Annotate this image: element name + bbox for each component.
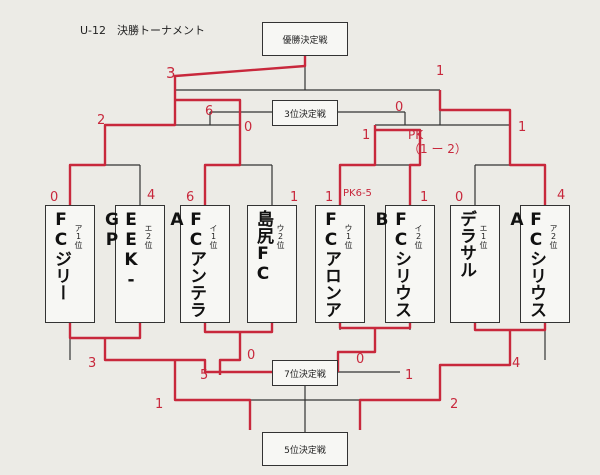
score-label: 1: [325, 190, 334, 205]
team-box: FCシリウスB イ2位: [372, 205, 435, 323]
score-label: 3: [88, 356, 97, 371]
page-title: U-12 決勝トーナメント: [80, 24, 206, 37]
score-label: 4: [512, 356, 521, 371]
team-box: EEK-GP エ2位: [102, 205, 165, 323]
team-name: デラサル: [456, 210, 476, 278]
team-group: ウ1位: [344, 224, 353, 249]
red-marker-bracket: [68, 55, 547, 430]
score-label: 0: [244, 120, 253, 135]
team-group: エ1位: [479, 224, 488, 249]
score-label: 1: [518, 120, 527, 135]
team-box: デラサル エ1位: [450, 205, 500, 323]
team-group: ウ2位: [276, 224, 285, 249]
team-box: 島尻FC ウ2位: [247, 205, 297, 323]
team-name: FCアンテラA: [167, 210, 206, 318]
score-label: 6: [186, 190, 195, 205]
team-name: FCシリウスA: [507, 210, 546, 318]
team-group: ア2位: [549, 224, 558, 249]
pk-note: PK6-5: [343, 188, 372, 199]
seventh-place-match-box: 7位決定戦: [272, 360, 338, 386]
team-name: FCアロンア: [321, 210, 341, 318]
team-group: ア1位: [74, 224, 83, 249]
team-box: FCアロンア ウ1位: [315, 205, 365, 323]
score-label: 0: [455, 190, 464, 205]
score-label: 1: [290, 190, 299, 205]
team-box: FCジリー ア1位: [45, 205, 95, 323]
score-label: 1: [155, 397, 164, 412]
fifth-place-match-box: 5位決定戦: [262, 432, 348, 466]
third-place-match-box: 3位決定戦: [272, 100, 338, 126]
team-group: エ2位: [144, 224, 153, 249]
score-label: 3: [166, 64, 176, 82]
team-group: イ2位: [414, 224, 423, 249]
score-label: 1: [436, 64, 445, 79]
final-match-box: 優勝決定戦: [262, 22, 348, 56]
score-label: 2: [450, 397, 459, 412]
score-label: 4: [147, 188, 156, 203]
score-label: 5: [200, 368, 209, 383]
team-name: FCジリー: [51, 210, 71, 301]
score-label: 6: [205, 104, 214, 119]
score-label: 0: [395, 100, 404, 115]
team-name: FCシリウスB: [372, 210, 411, 318]
score-label: 0: [50, 190, 59, 205]
score-label: 4: [557, 188, 566, 203]
score-label: 1: [420, 190, 429, 205]
team-box: FCシリウスA ア2位: [507, 205, 570, 323]
score-label: 0: [247, 348, 256, 363]
score-label: 1: [405, 368, 414, 383]
team-name: 島尻FC: [253, 210, 273, 284]
score-label: 2: [97, 113, 106, 128]
score-label: 0: [356, 352, 365, 367]
team-box: FCアンテラA イ1位: [167, 205, 230, 323]
pk-note: PK （1 ー 2）: [408, 128, 467, 156]
team-group: イ1位: [209, 224, 218, 249]
score-label: 1: [362, 128, 371, 143]
team-name: EEK-GP: [102, 210, 141, 290]
